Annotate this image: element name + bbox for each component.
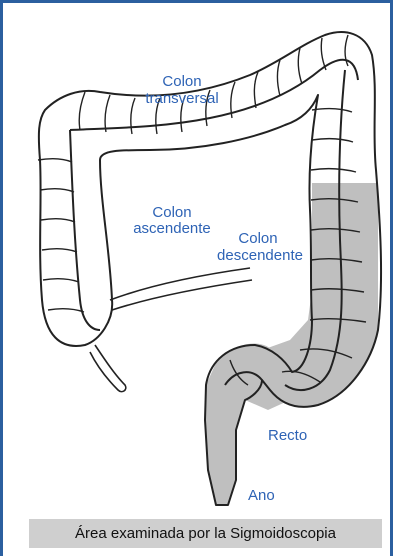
label-transverse-2: transversal	[145, 90, 218, 107]
ascending-inner-contour	[70, 130, 100, 330]
appendix	[90, 345, 126, 392]
label-rectum: Recto	[268, 427, 307, 444]
label-descending-1: Colon	[238, 230, 277, 247]
label-anus: Ano	[248, 487, 275, 504]
examined-area	[205, 183, 378, 505]
label-transverse-1: Colon	[162, 73, 201, 90]
label-descending-2: descendente	[217, 247, 303, 264]
label-ascending-2: ascendente	[133, 220, 211, 237]
label-ascending-1: Colon	[152, 204, 191, 221]
rectum-shaded	[205, 343, 292, 505]
caption: Área examinada por la Sigmoidoscopia	[29, 519, 382, 548]
